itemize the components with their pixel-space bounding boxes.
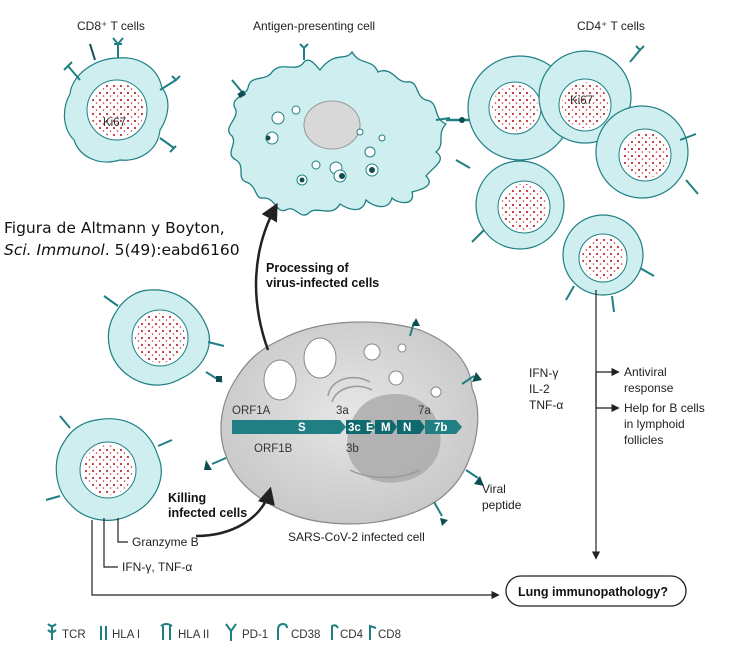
legend-tcr: TCR xyxy=(62,629,86,641)
legend: TCR HLA I HLA II PD-1 CD38 CD4 CD8 xyxy=(47,622,401,641)
legend-hla2-icon xyxy=(160,623,173,640)
legend-cd8-icon xyxy=(369,624,377,640)
credit-line-1: Figura de Altmann y Boyton, xyxy=(4,219,225,237)
legend-cd4-icon xyxy=(331,624,339,640)
processing-label-2: virus-infected cells xyxy=(266,276,379,290)
cd4-title: CD4⁺ T cells xyxy=(577,19,645,33)
gene-3c: 3c xyxy=(348,422,361,434)
gene-orf1b: ORF1B xyxy=(254,443,293,455)
gene-3a: 3a xyxy=(336,405,349,417)
legend-pd1: PD-1 xyxy=(242,629,268,641)
legend-cd38-icon xyxy=(277,622,288,640)
figure-credit: Figura de Altmann y Boyton, Sci. Immunol… xyxy=(2,217,242,261)
processing-arrow xyxy=(254,202,278,351)
viral-peptide-label-1: Viral xyxy=(482,482,506,496)
bcell-arrow xyxy=(595,372,620,413)
legend-cd38: CD38 xyxy=(291,629,320,641)
killing-arrow xyxy=(195,486,275,538)
cytokine-tnf: TNF-α xyxy=(529,398,563,412)
cd8-title: CD8⁺ T cells xyxy=(77,19,145,33)
antigen-presenting-cell xyxy=(228,43,451,216)
gene-e: E xyxy=(366,422,374,434)
cytokine-ifn: IFN-γ xyxy=(529,366,558,380)
credit-line-2: Sci. Immunol. 5(49):eabd6160 xyxy=(4,239,240,261)
killing-label-2: infected cells xyxy=(168,506,247,520)
genome-bar: ORF1A ORF1B S 3a 3b 3c E M N 7a 7b xyxy=(232,405,462,455)
legend-cd8: CD8 xyxy=(378,629,401,641)
bcell-label-2: in lymphoid xyxy=(624,417,685,431)
cd8-t-cell-bottom xyxy=(45,415,173,521)
ifn-tnf-label: IFN-γ, TNF-α xyxy=(122,560,192,574)
gene-m: M xyxy=(381,422,391,434)
legend-hla1-icon xyxy=(100,626,107,640)
bcell-label-3: follicles xyxy=(624,433,663,447)
gene-orf1a: ORF1A xyxy=(232,405,271,417)
credit-journal: Sci. Immunol xyxy=(4,241,105,259)
antiviral-label-1: Antiviral xyxy=(624,365,667,379)
apc-title: Antigen-presenting cell xyxy=(253,19,375,33)
lung-label: Lung immunopathology? xyxy=(518,585,668,599)
processing-label-1: Processing of xyxy=(266,261,349,275)
legend-tcr-icon xyxy=(47,623,57,640)
cytokine-il2: IL-2 xyxy=(529,382,550,396)
granzyme-line xyxy=(117,518,128,543)
legend-hla1: HLA I xyxy=(112,629,140,641)
viral-peptide-label-2: peptide xyxy=(482,498,522,512)
ki67-label-cd8: Ki67 xyxy=(103,117,126,129)
credit-ref: . 5(49):eabd6160 xyxy=(104,241,240,259)
gene-7b: 7b xyxy=(434,422,447,434)
antiviral-label-2: response xyxy=(624,381,674,395)
ifn-tnf-line xyxy=(103,518,118,568)
cd4-t-cell-cluster: Ki67 xyxy=(455,45,699,313)
gene-7a: 7a xyxy=(418,405,431,417)
lung-box xyxy=(505,575,687,607)
bcell-label-1: Help for B cells xyxy=(624,401,705,415)
legend-hla2: HLA II xyxy=(178,629,209,641)
ki67-label-cd4: Ki67 xyxy=(570,95,593,107)
gene-s: S xyxy=(298,422,306,434)
gene-3b: 3b xyxy=(346,443,359,455)
cd8-t-cell-top: Ki67 xyxy=(63,37,181,163)
granzyme-label: Granzyme B xyxy=(132,535,199,549)
killing-label-1: Killing xyxy=(168,491,206,505)
infected-cell-label: SARS-CoV-2 infected cell xyxy=(288,530,425,544)
gene-n: N xyxy=(403,422,411,434)
legend-pd1-icon xyxy=(225,623,237,641)
legend-cd4: CD4 xyxy=(340,629,364,641)
cd8-lung-line xyxy=(91,520,500,600)
cd8-t-cell-middle xyxy=(103,289,225,386)
